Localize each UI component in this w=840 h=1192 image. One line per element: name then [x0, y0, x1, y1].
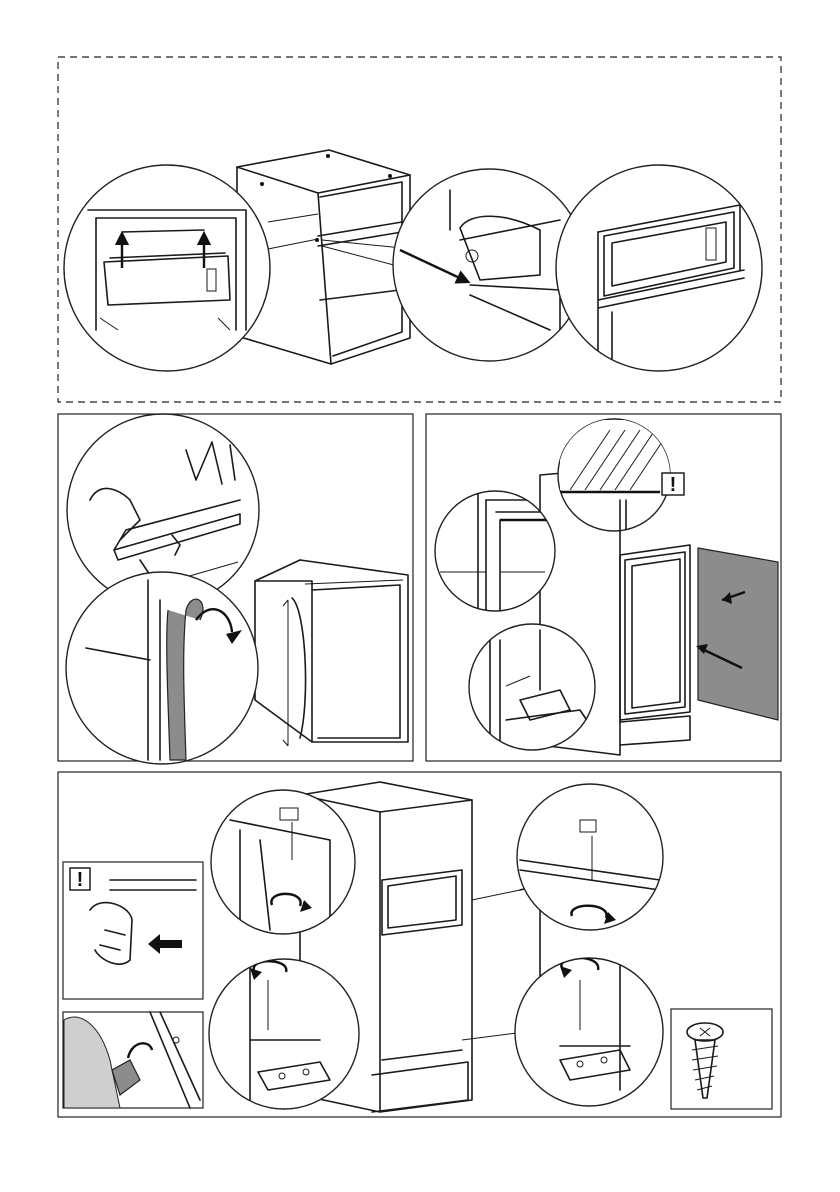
magnifier-screw-top-left: [211, 790, 355, 935]
magnifier-screw-bottom-right: [515, 958, 663, 1106]
panel-4: !: [58, 772, 781, 1117]
warning-icon: !: [662, 473, 684, 496]
magnifier-shelf: [64, 165, 270, 371]
inset-tool: [63, 1012, 203, 1108]
inset-warning-hand: !: [63, 862, 203, 999]
svg-text:!: !: [670, 474, 677, 496]
panel-2: [58, 414, 413, 764]
svg-text:!: !: [77, 869, 84, 891]
magnifier-screw-bottom-left: [209, 959, 359, 1109]
screw-icon: [671, 1009, 772, 1109]
panel-1: [58, 57, 781, 402]
magnifier-seal: [66, 572, 258, 764]
panel-3: !: [426, 414, 781, 761]
magnifier-screw-top-right: [517, 784, 663, 930]
magnifier-door: [556, 165, 762, 380]
